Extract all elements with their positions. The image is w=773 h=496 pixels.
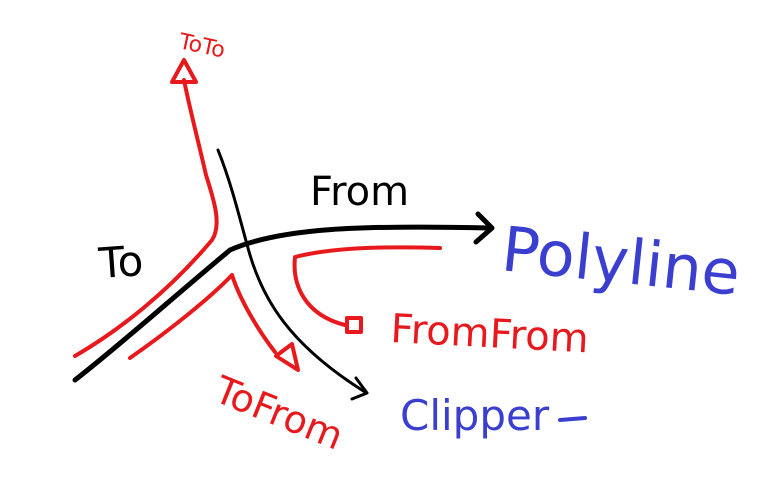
toto-stroke: [73, 78, 219, 358]
fromfrom-marker: [345, 316, 363, 334]
label-polyline: Polyline: [498, 212, 743, 310]
label-tofrom: ToFrom: [208, 367, 350, 458]
label-from: From: [310, 169, 409, 215]
clipper-stroke: [216, 148, 367, 394]
toto-marker: [170, 58, 198, 84]
label-to: To: [96, 236, 145, 288]
label-fromfrom: FromFrom: [389, 306, 589, 362]
fromfrom-stroke: [292, 245, 442, 327]
tofrom-marker: [274, 342, 300, 372]
clipper-underline: [558, 416, 587, 422]
polyline-stroke: [72, 224, 493, 383]
polyline-arrowhead: [473, 211, 495, 245]
label-clipper: Clipper: [400, 391, 550, 440]
clipper-arrowhead: [350, 376, 369, 401]
tofrom-stroke: [128, 273, 277, 360]
